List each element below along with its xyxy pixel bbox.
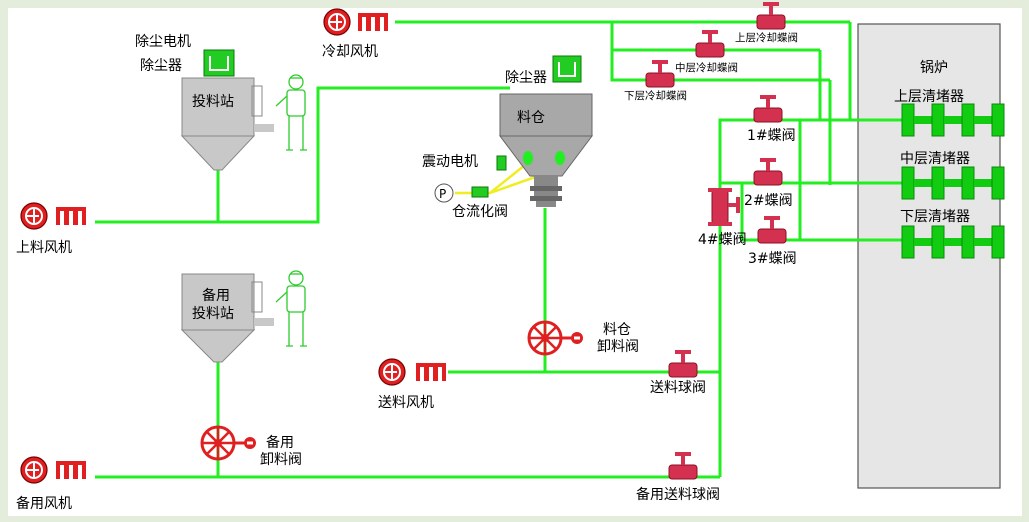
fluidizing-valve-label: 仓流化阀 bbox=[452, 204, 508, 220]
butterfly-valve-1-label: 1#蝶阀 bbox=[747, 128, 796, 144]
fluidizing-valve-icon[interactable] bbox=[471, 186, 489, 198]
silo-discharge-valve-label-2: 卸料阀 bbox=[597, 339, 639, 355]
upper-cooling-valve[interactable] bbox=[756, 1, 786, 30]
backup-fan-icon bbox=[20, 456, 48, 484]
dust-collector-icon bbox=[209, 56, 229, 71]
upper-cleaner-label: 上层清堵器 bbox=[894, 89, 964, 105]
feeding-station-label: 投料站 bbox=[192, 94, 234, 110]
middle-cleaner-label: 中层清堵器 bbox=[900, 151, 970, 167]
feed-fan-motor-icon bbox=[56, 207, 86, 225]
backup-ball-valve-label: 备用送料球阀 bbox=[636, 486, 720, 503]
cooling-fan-icon bbox=[323, 8, 351, 36]
lower-cleaner-group[interactable] bbox=[901, 225, 1005, 259]
backup-discharge-valve-label-2: 卸料阀 bbox=[260, 452, 302, 468]
bin-dust-collector-icon bbox=[558, 62, 576, 77]
bin-dust-collector-label: 除尘器 bbox=[505, 70, 547, 86]
backup-station-label-1: 备用 bbox=[202, 287, 230, 304]
conveying-ball-valve-label: 送料球阀 bbox=[650, 380, 706, 396]
conveying-fan-label: 送料风机 bbox=[378, 395, 434, 411]
backup-fan-label: 备用风机 bbox=[16, 495, 72, 512]
station-dust-collector[interactable] bbox=[203, 49, 235, 77]
lower-cleaner-label: 下层清堵器 bbox=[900, 209, 970, 225]
middle-cooling-valve-label: 中层冷却蝶阀 bbox=[675, 61, 738, 74]
cooling-fan-motor-icon bbox=[358, 13, 388, 31]
vibration-motor-label: 震动电机 bbox=[422, 154, 478, 170]
bin-dust-collector[interactable] bbox=[552, 55, 582, 83]
backup-discharge-valve-label-1: 备用 bbox=[266, 434, 294, 451]
backup-station-label-2: 投料站 bbox=[192, 306, 234, 322]
feeding-station[interactable] bbox=[180, 77, 274, 171]
upper-cooling-valve-label: 上层冷却蝶阀 bbox=[735, 31, 798, 44]
conveying-fan-motor-icon bbox=[416, 363, 446, 381]
boiler-label: 锅炉 bbox=[920, 60, 948, 76]
dust-collector-station-label: 除尘器 bbox=[140, 58, 182, 74]
lower-cooling-valve-label: 下层冷却蝶阀 bbox=[624, 89, 687, 102]
butterfly-valve-2-label: 2#蝶阀 bbox=[744, 193, 793, 209]
upper-cleaner-group[interactable] bbox=[901, 103, 1005, 137]
canvas-background bbox=[8, 8, 1022, 516]
butterfly-valve-4[interactable] bbox=[708, 188, 740, 226]
vibration-motor-icon[interactable] bbox=[496, 155, 507, 171]
feed-fan-label: 上料风机 bbox=[16, 240, 72, 256]
butterfly-valve-4-label: 4#蝶阀 bbox=[698, 232, 747, 248]
conveying-fan-icon bbox=[378, 358, 406, 386]
silo-discharge-valve-label-1: 料仓 bbox=[603, 322, 631, 338]
silo[interactable] bbox=[499, 93, 593, 207]
backup-feeding-station[interactable] bbox=[180, 273, 274, 363]
dust-motor-label: 除尘电机 bbox=[135, 34, 191, 50]
boiler-body bbox=[857, 23, 1001, 489]
silo-label: 料仓 bbox=[517, 110, 545, 126]
pressure-gauge[interactable]: P bbox=[434, 183, 454, 203]
middle-cleaner-group[interactable] bbox=[901, 166, 1005, 200]
butterfly-valve-3-label: 3#蝶阀 bbox=[748, 251, 797, 267]
pressure-gauge-label: P bbox=[439, 187, 446, 201]
backup-fan-motor-icon bbox=[56, 461, 86, 479]
upper-cooling-valve-icon bbox=[756, 1, 786, 30]
feed-fan-icon bbox=[20, 202, 48, 230]
cooling-fan-label: 冷却风机 bbox=[322, 44, 378, 60]
